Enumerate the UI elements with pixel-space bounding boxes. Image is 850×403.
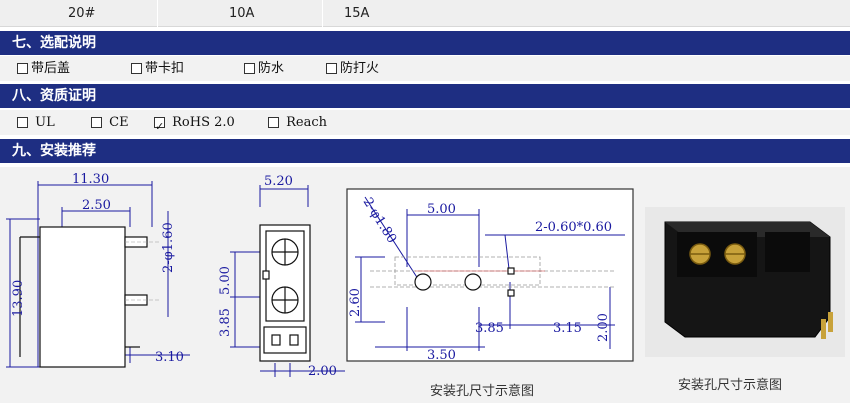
dim-slot: 2-0.60*0.60 (535, 220, 612, 235)
options-row: 带后盖 带卡扣 防水 防打火 (0, 56, 850, 81)
cert-ce[interactable]: CE (91, 110, 129, 135)
option-label: 带卡扣 (145, 61, 185, 76)
dim-depth: 2.00 (596, 313, 611, 342)
dim-pin-dia: 2-φ1.60 (161, 222, 176, 273)
option-rear-cover[interactable]: 带后盖 (17, 56, 70, 81)
cert-ul[interactable]: UL (17, 110, 55, 135)
dim-offset: 3.85 (475, 321, 504, 336)
dim-width: 5.20 (264, 174, 293, 189)
spec-cell-current-1: 10A (229, 6, 255, 21)
dim-slot-offset: 3.15 (553, 321, 582, 336)
spec-cell-current-2: 15A (344, 6, 370, 21)
dim-height: 13.90 (11, 280, 26, 317)
spec-cell-wire-gauge: 20# (68, 6, 96, 21)
option-label: 防水 (258, 61, 285, 76)
dim-left: 3.50 (427, 348, 456, 363)
checkbox-icon[interactable] (17, 117, 28, 128)
option-clip[interactable]: 带卡扣 (131, 56, 184, 81)
mounting-hole-caption: 安装孔尺寸示意图 (430, 384, 535, 399)
front-view-drawing: 5.20 5.00 3.85 2.00 (218, 174, 345, 379)
dim-pitch: 5.00 (218, 266, 233, 295)
certifications-row: UL CE RoHS 2.0 Reach (0, 110, 850, 139)
cert-reach[interactable]: Reach (268, 110, 327, 135)
section-header-options: 七、选配说明 (0, 31, 850, 55)
product-photo (645, 207, 845, 357)
cert-rohs[interactable]: RoHS 2.0 (154, 110, 235, 139)
section-header-certifications: 八、资质证明 (0, 84, 850, 108)
checkbox-icon[interactable] (244, 63, 255, 74)
photo-caption: 安装孔尺寸示意图 (678, 378, 783, 393)
cert-label: RoHS 2.0 (172, 115, 235, 130)
option-anti-spark[interactable]: 防打火 (326, 56, 379, 81)
dim-pin-offset: 2.50 (82, 198, 111, 213)
dim-height: 2.60 (348, 288, 363, 317)
checkbox-icon[interactable] (326, 63, 337, 74)
checkbox-icon[interactable] (131, 63, 142, 74)
dim-bottom: 3.10 (155, 350, 184, 365)
mounting-hole-drawing: 2-φ1.80 5.00 2-0.60*0.60 2.60 3.85 3.15 … (346, 188, 634, 363)
side-view-drawing: 11.30 2.50 2-φ1.60 13.90 3.10 (6, 172, 190, 368)
option-label: 防打火 (340, 61, 380, 76)
cert-label: CE (109, 115, 129, 130)
cert-label: Reach (286, 115, 328, 130)
dim-width: 11.30 (72, 172, 109, 187)
option-waterproof[interactable]: 防水 (244, 56, 284, 81)
cert-label: UL (35, 115, 55, 130)
checkbox-icon[interactable] (91, 117, 102, 128)
checkbox-icon[interactable] (268, 117, 279, 128)
checkbox-icon[interactable] (17, 63, 28, 74)
dim-bottom: 2.00 (308, 364, 337, 379)
checkbox-checked-icon[interactable] (154, 114, 165, 139)
spec-row: 20# 10A 15A (0, 0, 850, 27)
section-header-installation: 九、安装推荐 (0, 139, 850, 163)
option-label: 带后盖 (31, 61, 71, 76)
dim-pitch: 5.00 (427, 202, 456, 217)
dim-offset: 3.85 (218, 308, 233, 337)
